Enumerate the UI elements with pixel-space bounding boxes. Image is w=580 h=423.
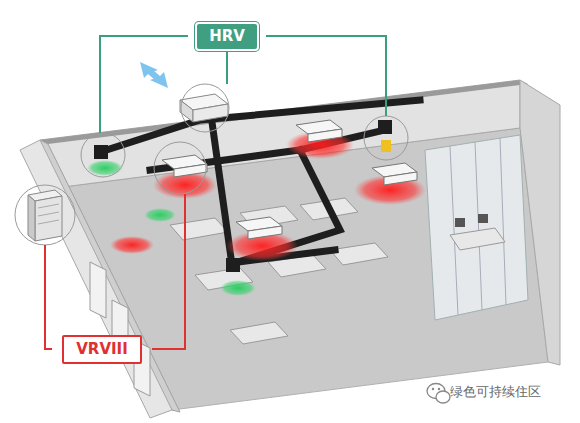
monitors (455, 214, 488, 227)
wechat-icon (427, 384, 450, 404)
airflow-arrows (140, 62, 168, 88)
unit-callout-box: VRVIII (62, 335, 142, 364)
controller (381, 140, 391, 152)
floor (40, 128, 548, 410)
glass-partition (425, 135, 528, 320)
outdoor-unit (28, 190, 62, 241)
detail-circles (15, 84, 408, 245)
unit-callout-box: HRV (195, 22, 259, 51)
doors (90, 262, 150, 396)
indoor-units (162, 120, 417, 239)
partition-mullions (450, 138, 506, 315)
vrv-leader-lines (45, 194, 185, 349)
callout-text: HRV (209, 28, 245, 45)
duct-ends (94, 120, 392, 272)
hrv-leader-lines (100, 36, 386, 133)
supply-air-glows (87, 131, 426, 296)
right-wall (520, 80, 560, 365)
left-wall-face (20, 140, 172, 418)
watermark: 绿色可持续住区 (450, 383, 541, 401)
callout-text: VRVIII (76, 341, 128, 358)
